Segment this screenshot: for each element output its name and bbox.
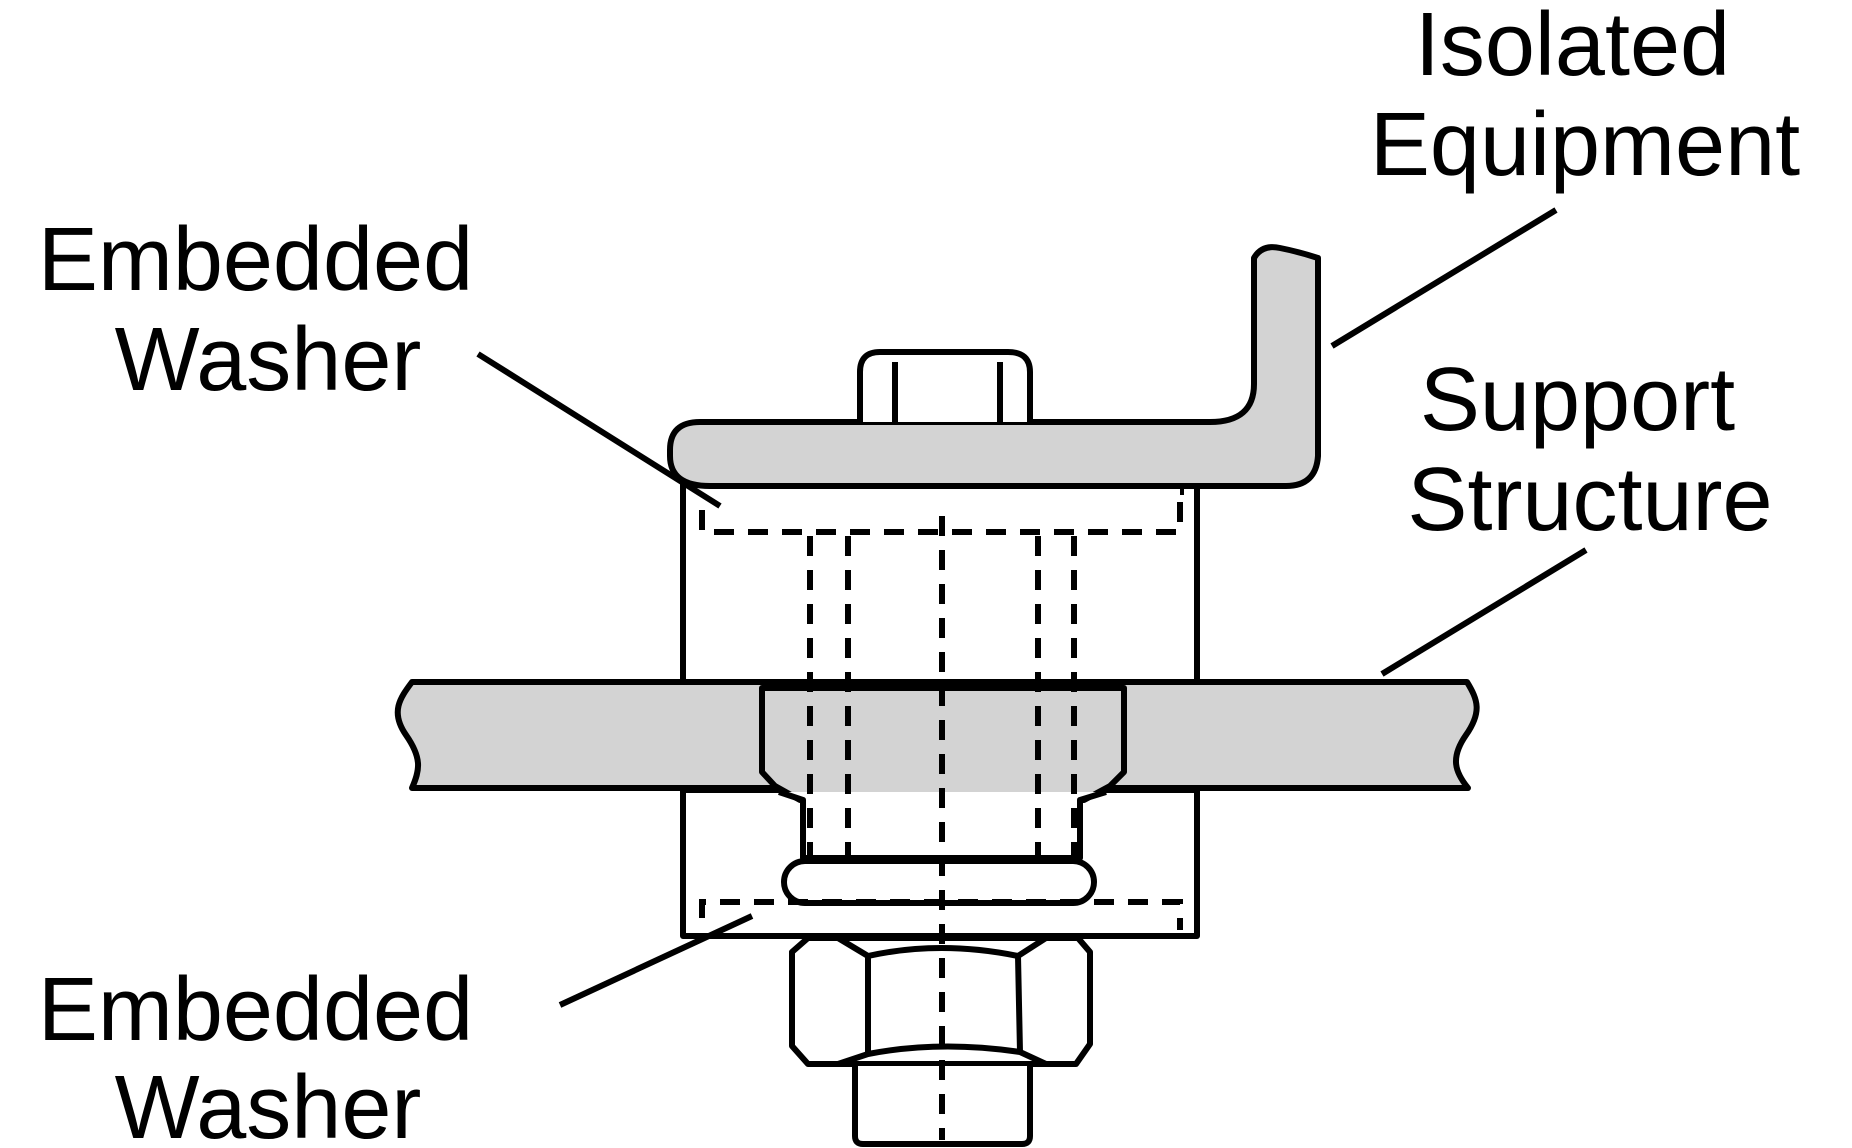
- bolt-head-top-lines: [892, 362, 1003, 422]
- bolt-head-top: [857, 349, 1033, 422]
- leader-support-structure: [1380, 547, 1588, 677]
- label-isolated-equipment: Isolated Equipment: [1370, 0, 1800, 195]
- hex-nut-face-lines: [836, 935, 1048, 1067]
- label-embedded-washer-bottom: Embedded Washer: [38, 960, 498, 1148]
- leader-embedded-washer-bottom: [558, 913, 754, 1008]
- label-support-structure: Support Structure: [1407, 350, 1772, 550]
- equipment-bracket: [667, 244, 1321, 489]
- label-embedded-washer-top: Embedded Washer: [38, 210, 498, 410]
- leader-isolated-equipment: [1330, 207, 1558, 349]
- leader-embedded-washer-top: [476, 351, 722, 509]
- upper-washer-hidden: [699, 489, 1184, 535]
